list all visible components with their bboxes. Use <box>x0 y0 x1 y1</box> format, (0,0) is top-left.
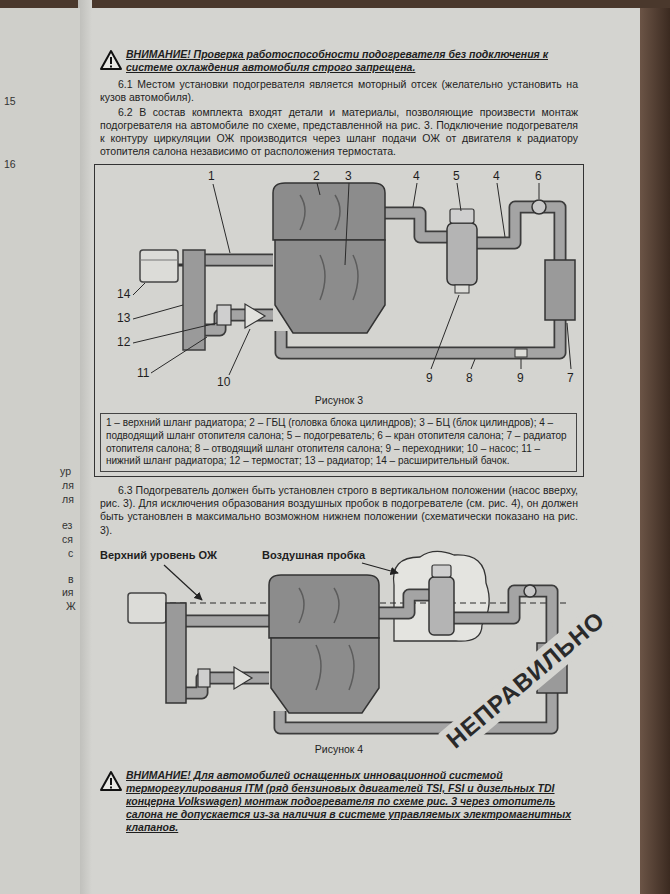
legend-text: 1 – верхний шланг радиатора; 2 – ГБЦ (го… <box>106 417 571 468</box>
callout-number: 10 <box>217 375 230 390</box>
page-spine <box>78 0 92 894</box>
page-fragment: в <box>68 573 74 586</box>
airlock-label: Воздушная пробка <box>262 549 365 563</box>
callout-number: 1 <box>208 169 215 184</box>
callout-number: 6 <box>535 169 542 184</box>
page-fragment: ся <box>62 533 73 546</box>
warning-text: ВНИМАНИЕ! Для автомобилей оснащенных инн… <box>126 769 578 835</box>
page-fragment: с <box>68 547 73 560</box>
level-label: Верхний уровень ОЖ <box>100 549 217 563</box>
table-edge <box>640 0 670 894</box>
callout-number: 3 <box>345 169 352 184</box>
figure-frame: 123454614131211109897Рисунок 31 – верхни… <box>94 164 584 477</box>
cooling-circuit-figure <box>95 165 585 395</box>
page-fragment: 16 <box>4 158 16 171</box>
warning-text: ВНИМАНИЕ! Проверка работоспособности под… <box>126 48 578 74</box>
page-fragment: Ж <box>66 600 76 613</box>
legend-box: 1 – верхний шланг радиатора; 2 – ГБЦ (го… <box>100 413 577 472</box>
page-fragment: ля <box>62 479 74 492</box>
warning-icon <box>100 50 122 70</box>
callout-number: 9 <box>426 371 433 386</box>
callout-number: 8 <box>466 371 473 386</box>
page-fragment: 15 <box>4 95 16 108</box>
figure-caption: Рисунок 4 <box>94 743 584 756</box>
callout-number: 12 <box>117 335 130 350</box>
paragraph: 6.3 Подогреватель должен быть установлен… <box>100 484 578 537</box>
callout-number: 7 <box>567 371 574 386</box>
callout-number: 4 <box>413 169 420 184</box>
paragraph: 6.1 Местом установки подогревателя являе… <box>100 78 578 104</box>
callout-number: 11 <box>137 366 149 381</box>
page-fragment: ур <box>60 465 71 478</box>
callout-number: 14 <box>117 287 130 302</box>
warning-icon <box>100 771 122 791</box>
page-fragment: ез <box>62 519 72 532</box>
wrong-installation-figure <box>94 543 584 743</box>
page-fragment: ия <box>62 586 74 599</box>
callout-number: 4 <box>493 169 500 184</box>
callout-number: 2 <box>313 169 320 184</box>
paragraph: 6.2 В состав комплекта входят детали и м… <box>100 106 578 159</box>
figure-caption: Рисунок 3 <box>95 394 583 407</box>
callout-number: 5 <box>453 169 460 184</box>
left-page <box>0 8 80 894</box>
callout-number: 13 <box>117 311 130 326</box>
page-fragment: ля <box>62 493 74 506</box>
callout-number: 9 <box>517 371 524 386</box>
table-edge <box>0 0 670 8</box>
figure-group: Верхний уровень ОЖВоздушная пробкаНЕПРАВ… <box>94 543 584 761</box>
